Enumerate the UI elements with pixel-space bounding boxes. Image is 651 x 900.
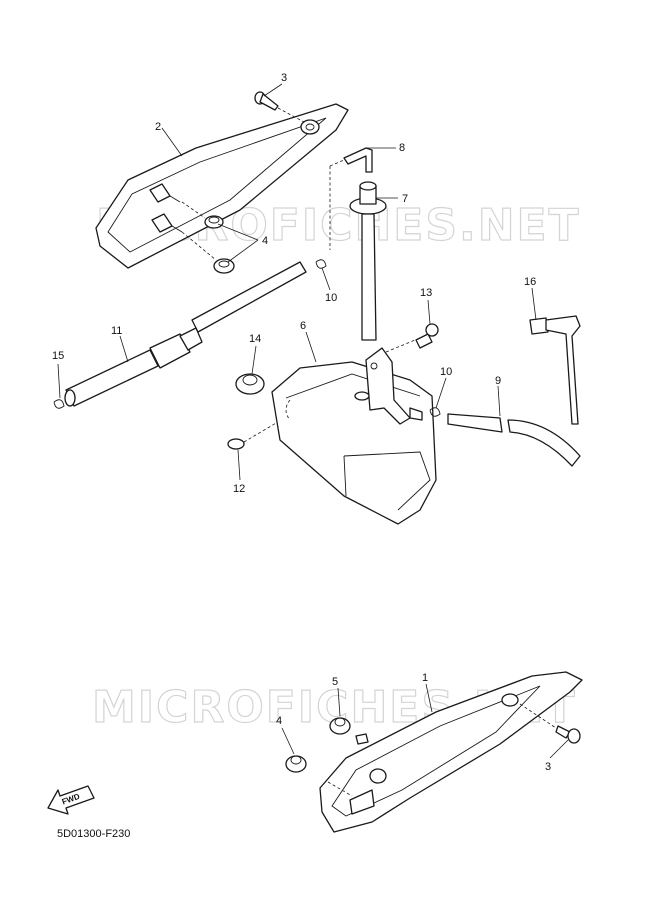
reservoir-tank-6 (271, 337, 437, 525)
callout-9: 9 (495, 375, 501, 387)
clip-15 (53, 399, 65, 409)
callout-7: 7 (402, 193, 408, 205)
valve-7 (349, 181, 387, 341)
damper-14 (235, 373, 265, 395)
side-cover-lower (319, 671, 583, 833)
screw-3-lower (519, 703, 581, 744)
callout-2: 2 (155, 121, 161, 133)
callout-3-bottom: 3 (545, 761, 551, 773)
screw-3-upper (254, 91, 305, 123)
callout-6: 6 (300, 320, 306, 332)
callout-4-top: 4 (262, 235, 268, 247)
callout-3-top: 3 (281, 72, 287, 84)
grommet-4-lower (285, 755, 307, 773)
callout-13: 13 (420, 287, 432, 299)
side-cover-upper (95, 103, 349, 269)
leader-lines (57, 83, 569, 759)
forward-arrow-icon: FWD (47, 785, 95, 815)
bolt-13 (415, 323, 439, 349)
callout-16: 16 (524, 276, 536, 288)
clip-10-left (315, 259, 327, 269)
bracket-16 (529, 315, 581, 425)
hose-9 (447, 413, 581, 467)
callout-10-right: 10 (440, 366, 452, 378)
hose-11 (64, 261, 307, 407)
callout-11: 11 (111, 325, 122, 337)
diagram-code: 5D01300-F230 (57, 828, 131, 840)
callout-8: 8 (399, 142, 405, 154)
callout-15: 15 (52, 350, 64, 362)
fitting-and-clip-10-right (409, 407, 441, 421)
callout-12: 12 (233, 483, 245, 495)
grommet-5 (329, 717, 369, 745)
callout-10-left: 10 (325, 292, 337, 304)
callout-1: 1 (422, 672, 428, 684)
callout-14: 14 (249, 333, 261, 345)
callout-4-bottom: 4 (276, 715, 282, 727)
grommets-4-upper (181, 201, 235, 274)
callout-5: 5 (332, 676, 338, 688)
